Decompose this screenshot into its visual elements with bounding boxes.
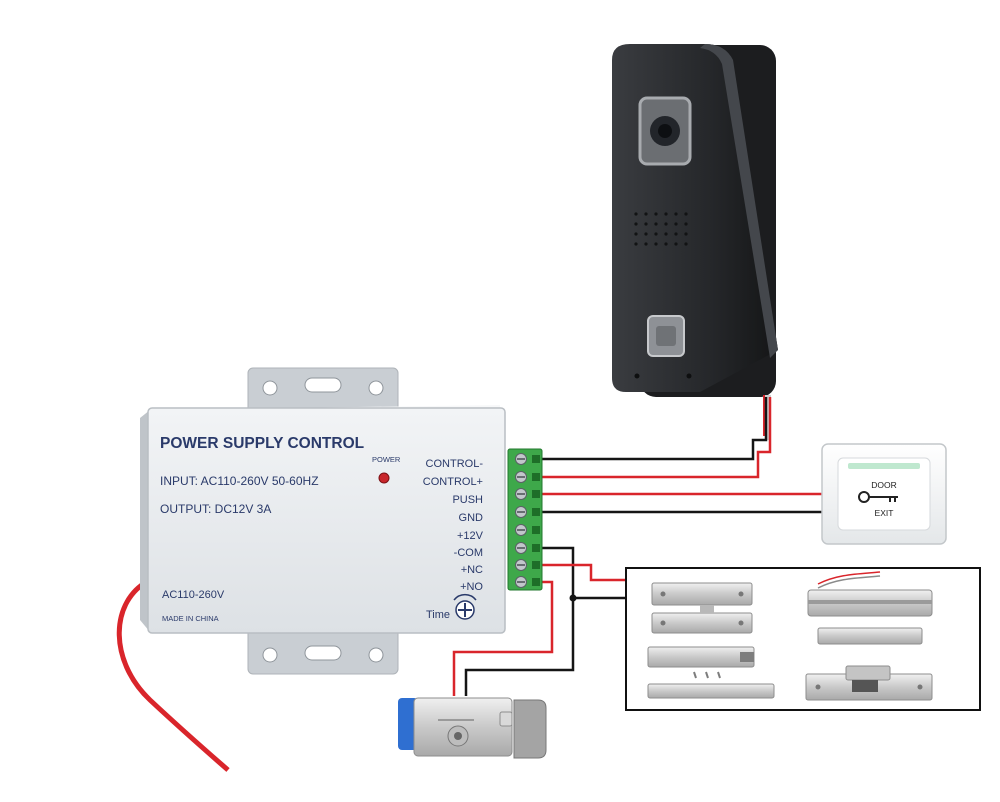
psu-origin-label: MADE IN CHINA [162,614,219,623]
terminal-label-control-plus: CONTROL+ [423,476,483,488]
terminal-label-plus-no: +NO [460,581,483,593]
electric-strike-lock-icon [805,665,933,701]
psu-input-spec: INPUT: AC110-260V 50-60HZ [160,474,319,488]
power-led-icon [378,472,390,484]
doorbell-camera-unit [612,44,778,440]
wire-control-plus [541,397,772,479]
terminal-block [507,448,543,591]
exit-button-label-exit: EXIT [875,508,894,518]
screw-hole-icon [634,373,640,379]
psu-body [147,407,506,634]
wire-group [116,397,822,772]
psu-output-spec: OUTPUT: DC12V 3A [160,502,271,516]
exit-button-device: DOOR EXIT [821,443,947,545]
time-label: Time [426,609,450,621]
terminal-label-plus-nc: +NC [461,564,483,576]
terminal-label-gnd: GND [459,512,484,524]
wire-plus-nc [541,563,628,582]
drop-bolt-lock-icon [647,646,775,699]
lock-options-panel [625,567,981,711]
screw-hole-icon [686,373,692,379]
speaker-grille-icon [634,212,688,246]
terminal-screws [515,453,527,588]
wire-control-minus [541,397,768,461]
exit-button-label-door: DOOR [871,480,897,490]
key-icon [858,491,898,503]
bolt-lock-icon [651,582,753,634]
wire-minus-com [464,546,575,696]
magnetic-lock-icon [807,571,933,645]
mains-cable [116,577,230,772]
rim-lock-cylinder-cover [398,698,418,750]
power-supply-unit: POWER SUPPLY CONTROL INPUT: AC110-260V 5… [140,367,543,675]
rim-lock-device [398,697,547,759]
psu-ac-label: AC110-260V [162,589,225,601]
wire-plus-no [452,580,554,696]
terminal-label-push: PUSH [452,494,483,506]
psu-title: POWER SUPPLY CONTROL [160,435,364,452]
terminal-label-plus-12v: +12V [457,530,484,542]
terminal-label-minus-com: -COM [454,547,483,559]
terminal-label-control-minus: CONTROL- [426,458,484,470]
power-led-label: POWER [372,455,401,464]
